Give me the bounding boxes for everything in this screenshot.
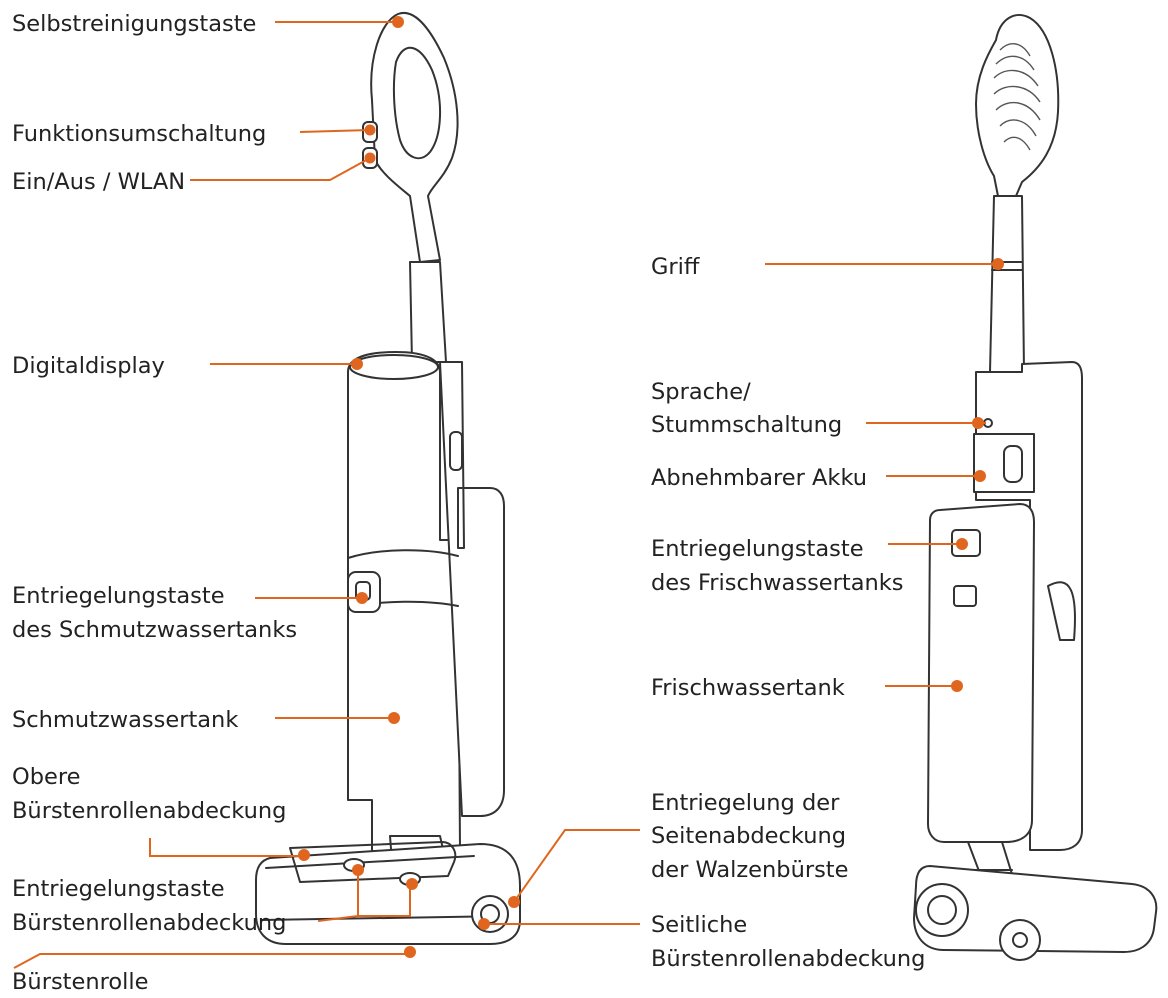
right-labels: Griff Sprache/ Stummschaltung Abnehmbare… (651, 254, 925, 972)
label-dirty-tank-release-1: Entriegelungstaste (12, 583, 225, 609)
label-upper-brush-cover-1: Obere (12, 764, 80, 790)
right-side-rib (1047, 581, 1076, 641)
label-dirty-tank-release-2: des Schmutzwassertanks (12, 617, 297, 643)
left-back-housing (439, 361, 505, 817)
right-battery-grip (1003, 445, 1023, 483)
callout-dots (298, 16, 1004, 958)
right-fresh-tank (927, 503, 1035, 843)
label-side-cover-release-1: Entriegelung der (651, 790, 840, 816)
dot-side-cover-release (508, 896, 520, 908)
right-handle-grip (993, 43, 1041, 151)
label-voice-mute-2: Stummschaltung (651, 412, 842, 438)
left-upper-cover (289, 841, 457, 883)
label-brush-cover-release-1: Entriegelungstaste (12, 876, 225, 902)
right-wheel-2-hub (1012, 932, 1028, 948)
label-power-wlan: Ein/Aus / WLAN (12, 169, 185, 195)
label-side-brush-cover-1: Seitliche (651, 912, 747, 938)
label-side-cover-release-3: der Walzenbürste (651, 857, 848, 883)
label-upper-brush-cover-2: Bürstenrollenabdeckung (12, 798, 286, 824)
left-handle-inner (392, 46, 441, 160)
dot-digital-display (351, 358, 363, 370)
line-brush-roll (13, 953, 410, 969)
line-brush-cover-release (317, 870, 411, 922)
left-device-drawing (255, 11, 521, 945)
label-fresh-tank-release-1: Entriegelungstaste (651, 536, 864, 562)
label-voice-mute-1: Sprache/ (651, 379, 751, 405)
left-side-button (449, 431, 463, 471)
left-display-ring (349, 354, 439, 380)
label-fresh-tank: Frischwassertank (651, 675, 845, 701)
dot-self-cleaning (392, 16, 404, 28)
dot-voice-mute (972, 417, 984, 429)
dot-dirty-tank (388, 712, 400, 724)
label-fresh-tank-release-2: des Frischwassertanks (651, 570, 904, 596)
line-function-switch (299, 129, 371, 133)
label-self-cleaning: Selbstreinigungstaste (12, 11, 256, 37)
right-shaft (989, 195, 1025, 373)
left-floor-head-top (261, 855, 509, 921)
dot-function-switch (364, 124, 376, 136)
line-side-cover-release (513, 829, 640, 903)
label-digital-display: Digitaldisplay (12, 353, 165, 379)
dot-fresh-tank-release (956, 538, 968, 550)
label-function-switch: Funktionsumschaltung (12, 121, 266, 147)
dot-side-brush-cover (478, 918, 490, 930)
right-handle (975, 13, 1060, 197)
line-power-wlan (190, 157, 371, 181)
label-dirty-tank: Schmutzwassertank (12, 707, 238, 733)
dot-upper-brush-cover (298, 849, 310, 861)
leader-lines (13, 21, 998, 969)
label-side-brush-cover-2: Bürstenrollenabdeckung (651, 946, 925, 972)
label-removable-battery: Abnehmbarer Akku (651, 465, 867, 491)
right-wheel-1-hub (927, 895, 957, 925)
dot-brush-roll (404, 946, 416, 958)
label-brush-cover-release-2: Bürstenrollenabdeckung (12, 910, 286, 936)
label-side-cover-release-2: Seitenabdeckung (651, 823, 846, 849)
dot-battery (974, 470, 986, 482)
left-labels: Selbstreinigungstaste Funktionsumschaltu… (12, 11, 297, 995)
right-floor-head (913, 865, 1158, 953)
left-handle (370, 11, 459, 263)
label-handle: Griff (651, 254, 700, 280)
dot-dirty-tank-release (356, 592, 368, 604)
dot-fresh-tank (951, 680, 963, 692)
right-device-drawing (913, 13, 1158, 961)
dot-cover-release-1 (352, 864, 364, 876)
dot-cover-release-2 (406, 878, 418, 890)
dot-handle (992, 258, 1004, 270)
line-upper-brush-cover (149, 838, 302, 857)
left-shaft (409, 261, 447, 363)
dot-power-wlan (364, 152, 376, 164)
label-brush-roll: Bürstenrolle (12, 969, 148, 995)
right-tank-cap (953, 585, 977, 607)
